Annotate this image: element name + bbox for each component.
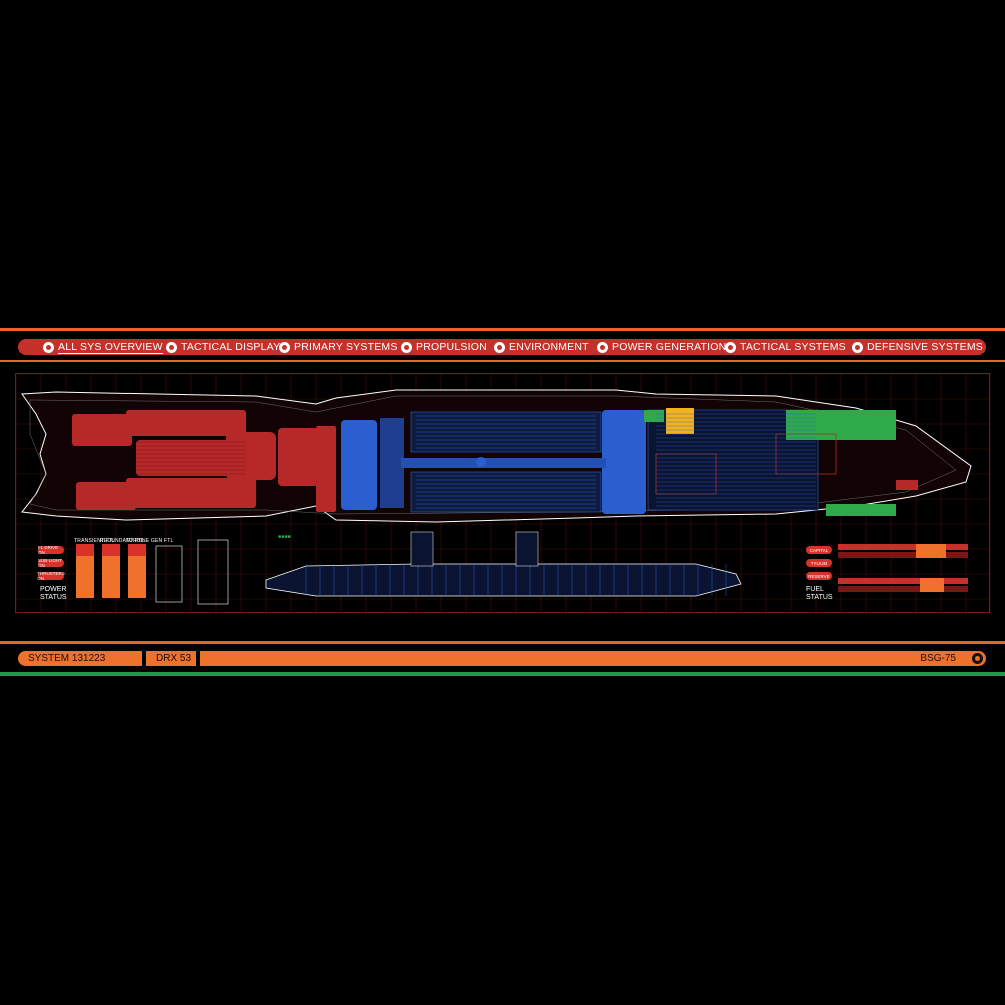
fuel-bars (838, 544, 968, 592)
hangar-section (644, 408, 918, 516)
footer-status-bar: SYSTEM 131223 DRX 53 BSG-75 (18, 651, 986, 666)
pod-pylon-left (410, 531, 434, 567)
thrusters-button[interactable]: THRUSTERS ON (37, 571, 65, 581)
annotation-green-1: ■■■■ (278, 534, 291, 540)
top-frame-line (0, 328, 1005, 331)
footer-fill-bar: BSG-75 (200, 651, 986, 666)
tab-propulsion[interactable]: PROPULSION (401, 339, 487, 355)
tab-defensive-systems[interactable]: DEFENSIVE SYSTEMS (852, 339, 983, 355)
tab-environment[interactable]: ENVIRONMENT (494, 339, 589, 355)
colonial-emblem-icon (166, 341, 177, 353)
schematic-svg (16, 374, 991, 614)
colonial-emblem-icon (972, 653, 983, 664)
power-gauges (76, 539, 229, 605)
ship-schematic-display: ■■■■ FL DRIVE ON SUB-LIGHT ON THRUSTERS … (15, 373, 991, 614)
fuel-status-title: FUEL STATUS (806, 586, 833, 601)
tab-tactical-systems[interactable]: TACTICAL SYSTEMS (725, 339, 846, 355)
flight-pod-outline (265, 563, 742, 597)
flight-pod-details (305, 564, 727, 596)
hangar-detail-lines (656, 413, 816, 507)
pod-pylon-right (515, 531, 539, 567)
power-status-title: POWER STATUS (40, 586, 67, 601)
blue-detail-lines (416, 415, 596, 509)
gauge-label-1: TRANSIENT FTL (74, 538, 116, 544)
fl-drive-button[interactable]: FL DRIVE ON (38, 545, 64, 555)
primary-systems-section (341, 410, 646, 514)
system-id-label: SYSTEM 131223 (18, 651, 142, 666)
bottom-frame-line (0, 641, 1005, 644)
tab-primary-systems[interactable]: PRIMARY SYSTEMS (279, 339, 398, 355)
gauge-label-3: TURBINE GEN FTL (126, 538, 174, 544)
sub-light-button[interactable]: SUB-LIGHT ON (38, 558, 64, 568)
ship-hull-inner (29, 395, 957, 515)
tylium-fuel-button[interactable]: TYLIUM (806, 559, 832, 567)
tab-tactical-display[interactable]: TACTICAL DISPLAY (166, 339, 280, 355)
colonial-emblem-icon (43, 341, 54, 353)
colonial-emblem-icon (401, 341, 412, 353)
tab-power-generation[interactable]: POWER GENERATION (597, 339, 726, 355)
colonial-emblem-icon (279, 341, 290, 353)
colonial-emblem-icon (494, 341, 505, 353)
tab-all-sys-overview[interactable]: ALL SYS OVERVIEW (43, 339, 163, 355)
drx-label: DRX 53 (146, 651, 196, 666)
top-frame-line-2 (0, 360, 1005, 362)
ship-designation: BSG-75 (920, 653, 956, 664)
colonial-emblem-icon (852, 341, 863, 353)
colonial-emblem-icon (725, 341, 736, 353)
engine-detail-lines (136, 441, 246, 475)
green-frame-line (0, 672, 1005, 676)
colonial-emblem-icon (597, 341, 608, 353)
gauge-label-2: REDUNDANT FTL (100, 538, 145, 544)
capital-fuel-button[interactable]: CAPITAL (806, 546, 832, 554)
reserve-fuel-button[interactable]: RESERVE (806, 572, 832, 580)
system-nav-bar: ALL SYS OVERVIEW TACTICAL DISPLAY PRIMAR… (18, 339, 986, 355)
